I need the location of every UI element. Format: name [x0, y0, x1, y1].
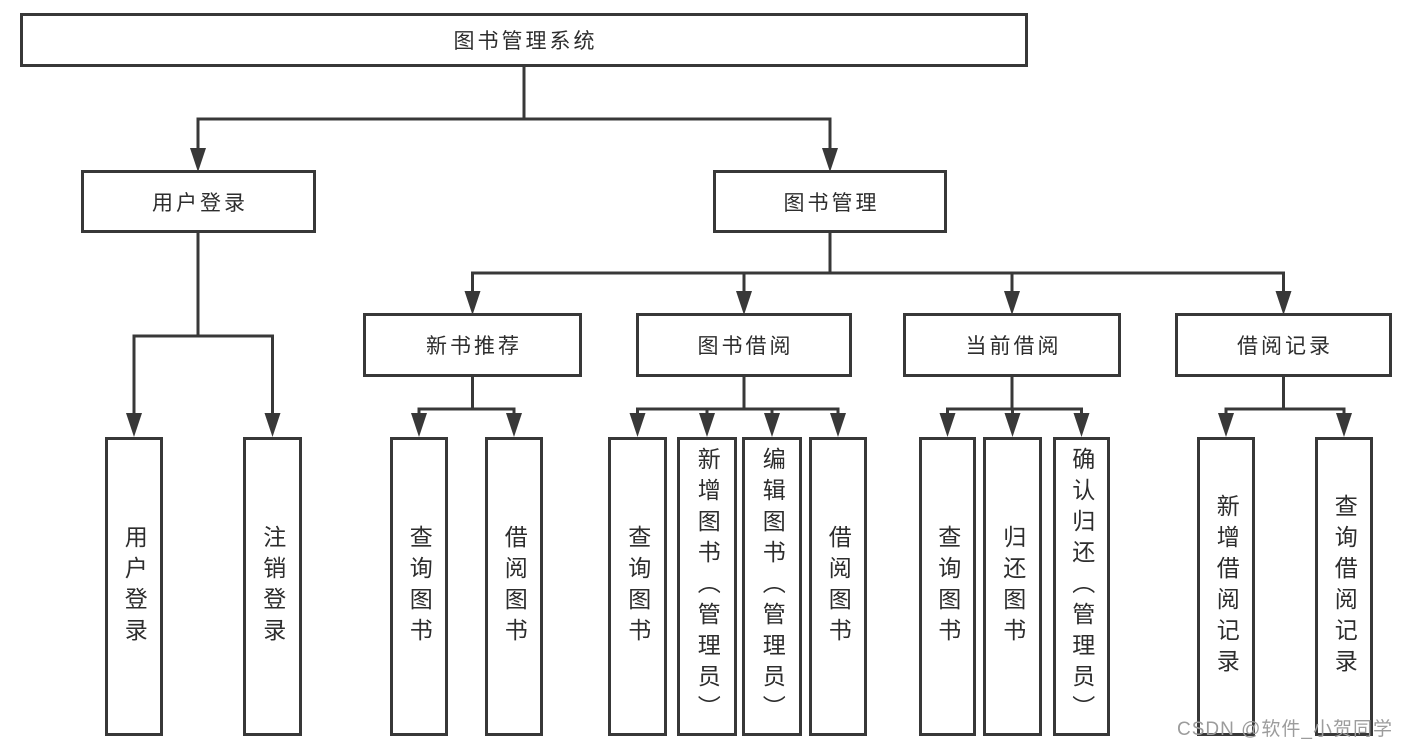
- node-borrow-borrow-book: 借阅图书: [809, 437, 867, 736]
- node-user-login-group-label: 用户登录: [152, 191, 248, 215]
- node-new-book-recommend-label: 新书推荐: [426, 335, 522, 358]
- arrowheads: [126, 148, 1352, 437]
- node-current-query-book: 查询图书: [919, 437, 976, 736]
- node-library-management-system-label: 图书管理系统: [453, 30, 598, 53]
- node-logout-label: 注销登录: [259, 524, 286, 649]
- node-user-login: 用户登录: [105, 437, 163, 736]
- node-confirm-return-admin-label: 确认归还（管理员）: [1068, 447, 1095, 726]
- node-user-login-group: 用户登录: [81, 170, 316, 233]
- node-borrow-records-label: 借阅记录: [1237, 335, 1333, 358]
- node-add-book-admin: 新增图书（管理员）: [677, 437, 737, 736]
- node-book-borrow: 图书借阅: [636, 313, 852, 377]
- node-borrow-query-book-label: 查询图书: [624, 524, 651, 649]
- csdn-watermark: CSDN @软件_小贺同学: [1177, 719, 1393, 740]
- node-add-borrow-record-label: 新增借阅记录: [1213, 493, 1240, 680]
- node-recommend-borrow-book: 借阅图书: [485, 437, 543, 736]
- node-confirm-return-admin: 确认归还（管理员）: [1053, 437, 1110, 736]
- node-user-login-label: 用户登录: [121, 524, 148, 649]
- node-current-borrow-label: 当前借阅: [965, 335, 1062, 358]
- node-library-management-system: 图书管理系统: [20, 13, 1028, 67]
- node-book-management: 图书管理: [713, 170, 947, 233]
- node-book-management-label: 图书管理: [783, 191, 880, 215]
- node-recommend-query-book: 查询图书: [390, 437, 448, 736]
- node-borrow-query-book: 查询图书: [608, 437, 667, 736]
- node-query-borrow-record: 查询借阅记录: [1315, 437, 1373, 736]
- node-current-query-book-label: 查询图书: [934, 524, 961, 649]
- node-new-book-recommend: 新书推荐: [363, 313, 582, 377]
- node-borrow-borrow-book-label: 借阅图书: [825, 524, 852, 649]
- node-recommend-query-book-label: 查询图书: [406, 524, 433, 649]
- node-return-book: 归还图书: [983, 437, 1042, 736]
- node-recommend-borrow-book-label: 借阅图书: [501, 524, 528, 649]
- node-current-borrow: 当前借阅: [903, 313, 1121, 377]
- node-book-borrow-label: 图书借阅: [697, 335, 794, 358]
- node-add-borrow-record: 新增借阅记录: [1197, 437, 1255, 736]
- node-add-book-admin-label: 新增图书（管理员）: [694, 447, 721, 726]
- node-borrow-records: 借阅记录: [1175, 313, 1392, 377]
- node-query-borrow-record-label: 查询借阅记录: [1331, 493, 1358, 680]
- node-return-book-label: 归还图书: [999, 524, 1026, 649]
- node-edit-book-admin: 编辑图书（管理员）: [742, 437, 802, 736]
- node-logout: 注销登录: [243, 437, 302, 736]
- node-edit-book-admin-label: 编辑图书（管理员）: [759, 447, 786, 726]
